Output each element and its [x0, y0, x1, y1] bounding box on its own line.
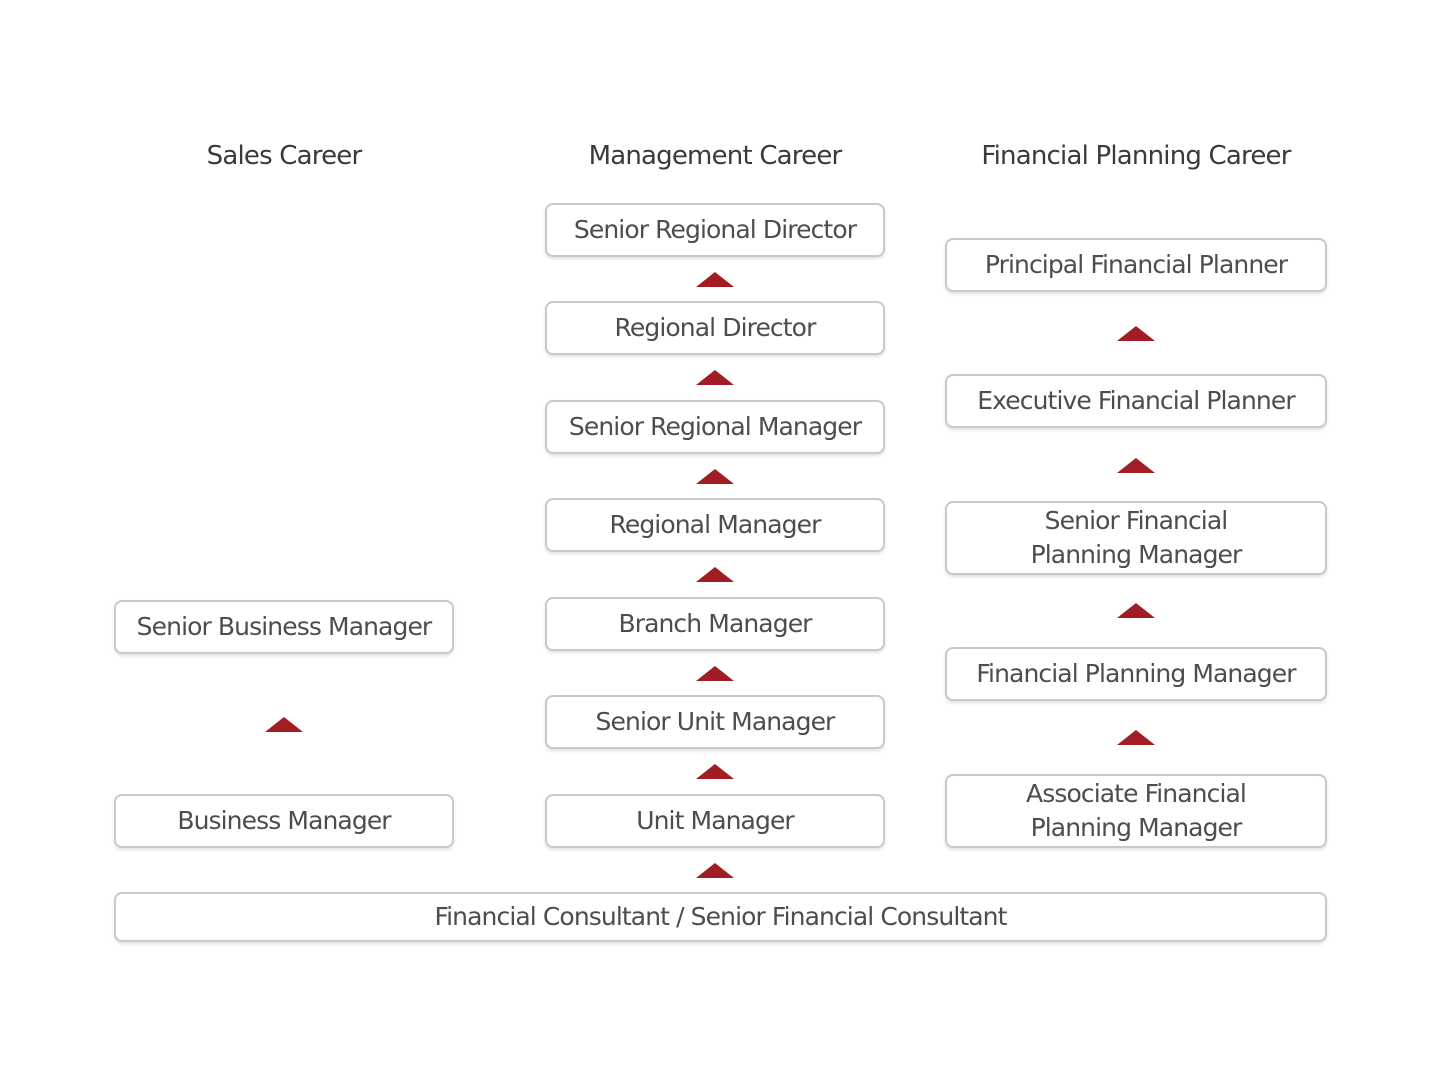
executive-financial-planner-box: Executive Financial Planner — [945, 374, 1327, 428]
sales-career-title: Sales Career — [206, 141, 363, 171]
principal-financial-planner-box: Principal Financial Planner — [945, 238, 1327, 292]
financial-planning-up-arrow-2 — [1117, 458, 1155, 473]
financial-planning-manager-box: Financial Planning Manager — [945, 647, 1327, 701]
senior-financial-planning-manager-label-line1: Senior Financial — [1044, 506, 1229, 535]
management-up-arrow-4 — [696, 567, 734, 582]
senior-unit-manager-box: Senior Unit Manager — [545, 695, 885, 749]
financial-planning-manager-label: Financial Planning Manager — [976, 659, 1296, 688]
management-up-arrow-5 — [696, 666, 734, 681]
management-up-arrow-1 — [696, 272, 734, 287]
senior-regional-director-box: Senior Regional Director — [545, 203, 885, 257]
regional-director-label: Regional Director — [614, 313, 817, 342]
executive-financial-planner-label: Executive Financial Planner — [977, 386, 1295, 415]
senior-unit-manager-label: Senior Unit Manager — [595, 707, 836, 736]
senior-regional-director-label: Senior Regional Director — [573, 215, 857, 244]
financial-consultant-label: Financial Consultant / Senior Financial … — [434, 902, 1007, 931]
financial-planning-career-title: Financial Planning Career — [981, 141, 1291, 171]
branch-manager-label: Branch Manager — [618, 609, 812, 638]
financial-planning-up-arrow-1 — [1117, 326, 1155, 341]
regional-director-box: Regional Director — [545, 301, 885, 355]
financial-planning-up-arrow-3 — [1117, 603, 1155, 618]
branch-manager-box: Branch Manager — [545, 597, 885, 651]
senior-financial-planning-manager-box: Senior Financial Planning Manager — [945, 501, 1327, 575]
financial-planning-up-arrow-4 — [1117, 730, 1155, 745]
senior-business-manager-box: Senior Business Manager — [114, 600, 454, 654]
senior-financial-planning-manager-label-line2: Planning Manager — [1030, 540, 1243, 569]
senior-regional-manager-box: Senior Regional Manager — [545, 400, 885, 454]
business-manager-box: Business Manager — [114, 794, 454, 848]
business-manager-label: Business Manager — [177, 806, 391, 835]
unit-manager-label: Unit Manager — [636, 806, 795, 835]
associate-financial-planning-manager-label-line1: Associate Financial — [1026, 779, 1247, 808]
senior-regional-manager-label: Senior Regional Manager — [568, 412, 862, 441]
management-up-arrow-7 — [696, 863, 734, 878]
principal-financial-planner-label: Principal Financial Planner — [984, 250, 1288, 279]
management-up-arrow-6 — [696, 764, 734, 779]
associate-financial-planning-manager-label-line2: Planning Manager — [1030, 813, 1243, 842]
associate-financial-planning-manager-box: Associate Financial Planning Manager — [945, 774, 1327, 848]
financial-consultant-box: Financial Consultant / Senior Financial … — [114, 892, 1327, 942]
regional-manager-box: Regional Manager — [545, 498, 885, 552]
unit-manager-box: Unit Manager — [545, 794, 885, 848]
management-career-title: Management Career — [588, 141, 843, 171]
sales-up-arrow — [265, 717, 303, 732]
management-up-arrow-2 — [696, 370, 734, 385]
management-up-arrow-3 — [696, 469, 734, 484]
senior-business-manager-label: Senior Business Manager — [136, 612, 433, 641]
regional-manager-label: Regional Manager — [609, 510, 822, 539]
